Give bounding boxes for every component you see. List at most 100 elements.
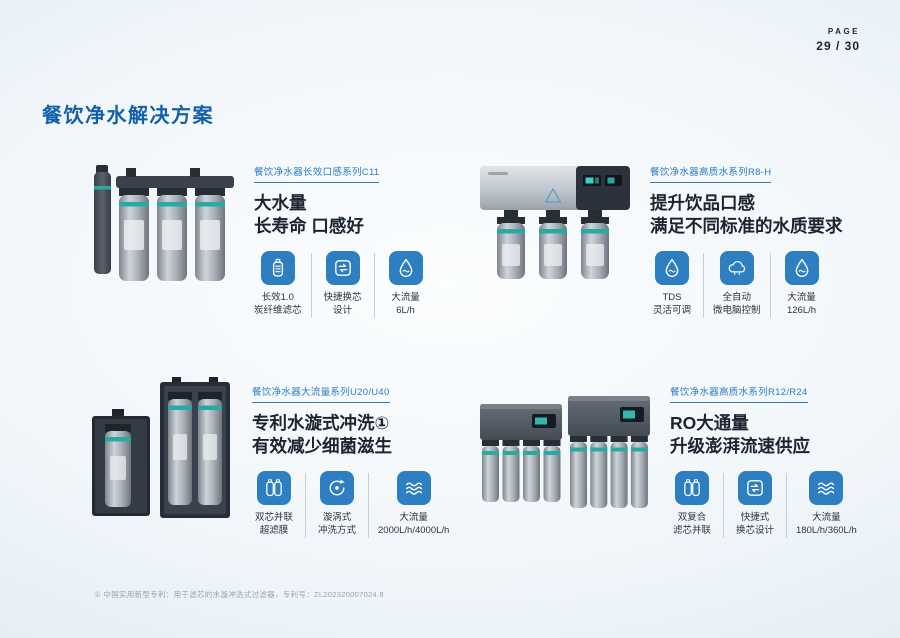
feature-caption-line: 灵活可调 [652, 305, 691, 317]
water-waves-icon [396, 470, 431, 505]
heading-line: 大水量 [254, 193, 307, 213]
heading-line: 提升饮品口感 [650, 193, 755, 213]
product-image-u20-u40 [88, 376, 236, 528]
product-card-u20-u40: 餐饮净水器大流量系列U20/U40 专利水漩式冲洗① 有效减少细菌滋生 双芯并联… [88, 376, 476, 538]
quick-change-icon [738, 470, 772, 505]
feature-caption: 快捷换芯 设计 [324, 291, 362, 318]
page-number-label: PAGE [827, 27, 860, 36]
product-heading: 提升饮品口感 满足不同标准的水质要求 [650, 192, 860, 238]
feature-caption: 快捷式 换芯设计 [736, 511, 774, 538]
feature: 大流量 180L/h/360L/h [796, 470, 857, 538]
feature-caption: 漩涡式 冲洗方式 [318, 511, 356, 538]
product-grid: 餐饮净水器长效口感系列C11 大水量 长寿命 口感好 长效1.0 炭纤维滤芯 [88, 156, 860, 538]
feature-divider [373, 253, 375, 318]
feature-caption-line: 长效1.0 [261, 292, 294, 304]
feature-caption-line: 漩涡式 [322, 511, 352, 523]
product-info: 餐饮净水器高质水系列R12/R24 RO大通量 升级澎湃流速供应 双复合 滤芯并… [670, 376, 860, 538]
feature-caption-line: 126L/h [786, 305, 817, 317]
feature-caption: 双复合 滤芯并联 [673, 511, 711, 538]
heading-line: 有效减少细菌滋生 [252, 435, 392, 456]
product-card-c11: 餐饮净水器长效口感系列C11 大水量 长寿命 口感好 长效1.0 炭纤维滤芯 [88, 156, 476, 318]
feature-caption: 长效1.0 炭纤维滤芯 [254, 291, 302, 318]
feature-caption-line: 6L/h [396, 305, 415, 317]
water-waves-icon [809, 470, 844, 505]
series-label: 餐饮净水器大流量系列U20/U40 [252, 384, 390, 403]
feature-caption: 全自动 微电脑控制 [713, 291, 761, 318]
feature-caption: 大流量 180L/h/360L/h [796, 511, 857, 538]
page-number: PAGE 29 / 30 [816, 27, 860, 53]
tds-drop-icon [655, 251, 689, 286]
feature: 大流量 2000L/h/4000L/h [378, 470, 449, 538]
feature-caption: 双芯并联 超滤膜 [255, 511, 293, 538]
feature-caption-line: 全自动 [722, 292, 752, 304]
product-info: 餐饮净水器高质水系列R8-H 提升饮品口感 满足不同标准的水质要求 TDS 灵活… [650, 156, 860, 318]
dual-cartridge-icon [257, 470, 291, 505]
product-card-r8h: 餐饮净水器高质水系列R8-H 提升饮品口感 满足不同标准的水质要求 TDS 灵活… [476, 156, 860, 318]
feature-caption-line: 快捷式 [740, 511, 770, 523]
feature-caption-line: 大流量 [787, 292, 816, 304]
product-info: 餐饮净水器长效口感系列C11 大水量 长寿命 口感好 长效1.0 炭纤维滤芯 [254, 156, 476, 318]
feature-caption-line: 炭纤维滤芯 [254, 305, 302, 317]
heading-line: RO大通量 [670, 412, 749, 433]
water-drop-icon [784, 251, 819, 286]
feature-divider [310, 253, 312, 318]
feature-list: 长效1.0 炭纤维滤芯 快捷换芯 设计 [254, 251, 476, 318]
series-label: 餐饮净水器长效口感系列C11 [254, 164, 380, 183]
product-card-r12-r24: 餐饮净水器高质水系列R12/R24 RO大通量 升级澎湃流速供应 双复合 滤芯并… [476, 376, 860, 538]
feature: 长效1.0 炭纤维滤芯 [254, 251, 302, 318]
dual-cartridge-icon [675, 470, 709, 505]
filter-cartridge-icon [260, 251, 295, 286]
feature-caption-line: 超滤膜 [259, 525, 289, 537]
feature-caption-line: 大流量 [812, 511, 841, 523]
feature: TDS 灵活可调 [650, 251, 694, 318]
patent-footnote: ① 中国实用新型专利：用于滤芯的水漩冲洗式过滤器，专利号：ZL202320007… [94, 590, 384, 599]
series-label: 餐饮净水器高质水系列R12/R24 [670, 384, 808, 403]
product-heading: RO大通量 升级澎湃流速供应 [670, 412, 860, 458]
water-drop-icon [388, 251, 423, 286]
feature: 快捷式 换芯设计 [733, 470, 777, 538]
feature: 双芯并联 超滤膜 [252, 470, 296, 538]
series-label: 餐饮净水器高质水系列R8-H [650, 164, 772, 183]
feature-divider [305, 472, 306, 538]
feature: 快捷换芯 设计 [321, 251, 365, 318]
heading-line: 升级澎湃流速供应 [670, 435, 810, 456]
feature-caption-line: 设计 [333, 305, 353, 317]
feature-divider [786, 472, 787, 538]
feature-divider [703, 253, 704, 318]
feature-list: 双芯并联 超滤膜 漩涡式 冲洗方式 [252, 470, 476, 538]
feature-divider [723, 472, 724, 538]
feature-caption-line: 滤芯并联 [672, 525, 711, 537]
feature-caption-line: 快捷换芯 [323, 292, 362, 304]
feature-caption: 大流量 6L/h [391, 291, 420, 318]
vortex-flush-icon [320, 470, 354, 505]
feature-caption-line: 冲洗方式 [317, 525, 356, 537]
page-number-value: 29 / 30 [816, 39, 860, 53]
product-info: 餐饮净水器大流量系列U20/U40 专利水漩式冲洗① 有效减少细菌滋生 双芯并联… [252, 376, 476, 538]
feature-caption: 大流量 126L/h [787, 291, 816, 318]
product-heading: 专利水漩式冲洗① 有效减少细菌滋生 [252, 412, 476, 458]
heading-line: 专利水漩式冲洗① [252, 412, 390, 433]
feature-caption-line: 大流量 [391, 292, 420, 304]
page-title: 餐饮净水解决方案 [42, 105, 214, 128]
product-heading: 大水量 长寿命 口感好 [254, 192, 476, 238]
feature-caption-line: 双复合 [677, 511, 707, 523]
feature: 漩涡式 冲洗方式 [315, 470, 359, 538]
product-image-c11 [88, 156, 238, 288]
feature: 大流量 6L/h [384, 251, 428, 318]
feature-caption: 大流量 2000L/h/4000L/h [378, 511, 449, 538]
feature: 全自动 微电脑控制 [713, 251, 761, 318]
feature-caption-line: 大流量 [399, 511, 428, 523]
quick-change-icon [325, 251, 360, 286]
feature: 大流量 126L/h [780, 251, 824, 318]
feature-caption-line: TDS [662, 292, 682, 304]
feature-caption-line: 180L/h/360L/h [796, 525, 857, 537]
feature-caption-line: 双芯并联 [254, 511, 293, 523]
feature: 双复合 滤芯并联 [670, 470, 714, 538]
feature-caption-line: 微电脑控制 [713, 305, 761, 317]
auto-control-cloud-icon [719, 251, 754, 286]
feature-caption-line: 2000L/h/4000L/h [378, 525, 450, 537]
feature-caption: TDS 灵活可调 [653, 291, 691, 318]
heading-line: 满足不同标准的水质要求 [650, 216, 843, 237]
feature-divider [769, 253, 771, 318]
